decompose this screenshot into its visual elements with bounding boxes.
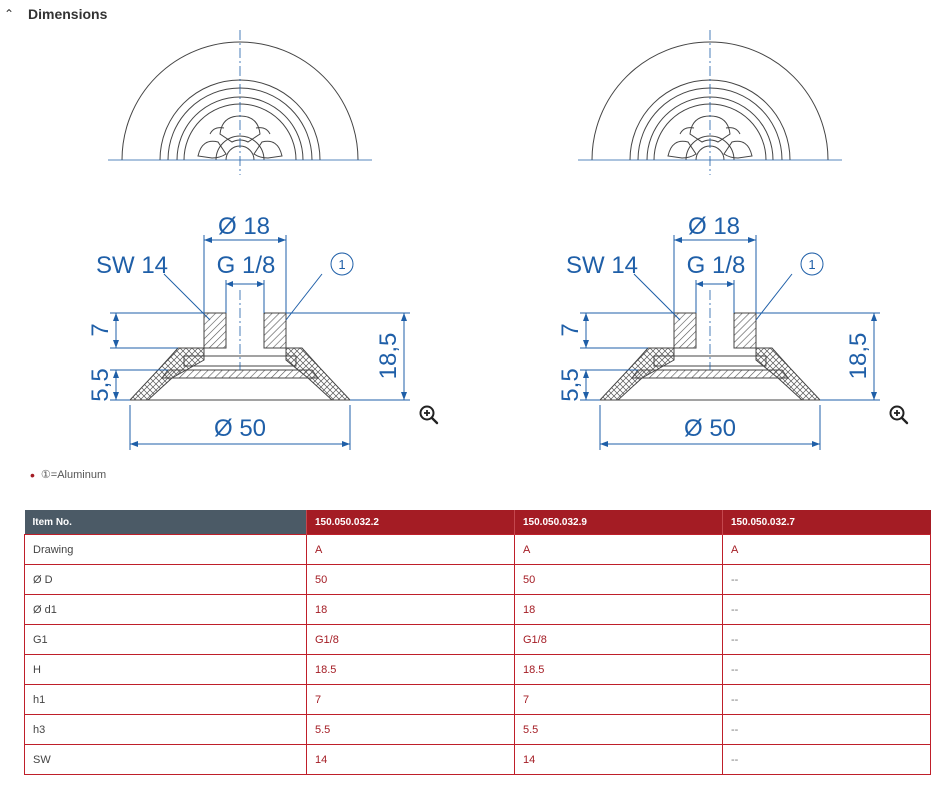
table-cell: 14 bbox=[514, 744, 723, 775]
table-cell: 5.5 bbox=[306, 714, 515, 745]
dim-thread: G 1/8 bbox=[687, 252, 746, 279]
section-view bbox=[598, 290, 822, 401]
row-label: Drawing bbox=[24, 534, 307, 565]
dim-d-bottom: Ø 50 bbox=[214, 415, 266, 442]
table-cell: -- bbox=[722, 714, 931, 745]
section-title: Dimensions bbox=[28, 6, 108, 22]
table-header: 150.050.032.7 bbox=[722, 510, 931, 535]
dim-d-top: Ø 18 bbox=[688, 213, 740, 240]
dim-sw: SW 14 bbox=[566, 252, 638, 279]
bullet-icon: • bbox=[30, 466, 35, 483]
table-cell: -- bbox=[722, 594, 931, 625]
table-row: SW 14 14 -- bbox=[24, 744, 931, 775]
table-cell: 18 bbox=[514, 594, 723, 625]
dim-h3: 5,5 bbox=[87, 368, 114, 401]
dim-callout: 1 bbox=[338, 257, 345, 272]
table-row: G1 G1/8 G1/8 -- bbox=[24, 624, 931, 655]
table-cell: -- bbox=[722, 624, 931, 655]
table-cell: A bbox=[722, 534, 931, 565]
row-label: h3 bbox=[24, 714, 307, 745]
table-cell: 7 bbox=[306, 684, 515, 715]
technical-drawing-left: Ø 18 G 1/8 SW 14 1 7 5,5 18,5 Ø 50 bbox=[60, 30, 500, 460]
table-cell: G1/8 bbox=[306, 624, 515, 655]
table-cell: 14 bbox=[306, 744, 515, 775]
table-header-row: Item No. 150.050.032.2 150.050.032.9 150… bbox=[24, 510, 931, 535]
zoom-in-icon[interactable] bbox=[418, 404, 440, 426]
table-cell: 5.5 bbox=[514, 714, 723, 745]
table-header: Item No. bbox=[24, 510, 307, 535]
table-row: h3 5.5 5.5 -- bbox=[24, 714, 931, 745]
dim-thread: G 1/8 bbox=[217, 252, 276, 279]
table-cell: -- bbox=[722, 684, 931, 715]
table-row: Drawing A A A bbox=[24, 534, 931, 565]
dim-d-top: Ø 18 bbox=[218, 213, 270, 240]
note-marker: ① bbox=[40, 469, 51, 481]
top-view bbox=[578, 30, 842, 175]
row-label: H bbox=[24, 654, 307, 685]
table-cell: 18 bbox=[306, 594, 515, 625]
dim-h3: 5,5 bbox=[557, 368, 584, 401]
top-view bbox=[108, 30, 372, 175]
dim-callout: 1 bbox=[808, 257, 815, 272]
dim-sw: SW 14 bbox=[96, 252, 168, 279]
dim-h1: 7 bbox=[87, 323, 114, 336]
table-cell: 50 bbox=[514, 564, 723, 595]
table-cell: A bbox=[306, 534, 515, 565]
table-cell: 7 bbox=[514, 684, 723, 715]
table-header: 150.050.032.9 bbox=[514, 510, 723, 535]
dim-height: 18,5 bbox=[845, 333, 872, 380]
dim-d-bottom: Ø 50 bbox=[684, 415, 736, 442]
note-text: =Aluminum bbox=[50, 469, 107, 481]
table-cell: A bbox=[514, 534, 723, 565]
row-label: Ø d1 bbox=[24, 594, 307, 625]
row-label: G1 bbox=[24, 624, 307, 655]
table-cell: -- bbox=[722, 744, 931, 775]
table-row: h1 7 7 -- bbox=[24, 684, 931, 715]
chevron-up-icon: ⌃ bbox=[4, 7, 15, 21]
dim-h1: 7 bbox=[557, 323, 584, 336]
material-note: • ①=Aluminum bbox=[30, 466, 107, 483]
table-header: 150.050.032.2 bbox=[306, 510, 515, 535]
table-cell: -- bbox=[722, 564, 931, 595]
table-cell: G1/8 bbox=[514, 624, 723, 655]
technical-drawing-right: Ø 18 G 1/8 SW 14 1 7 5,5 18,5 Ø 50 bbox=[530, 30, 949, 460]
spec-table: Item No. 150.050.032.2 150.050.032.9 150… bbox=[24, 510, 931, 775]
dim-height: 18,5 bbox=[375, 333, 402, 380]
section-view bbox=[128, 290, 352, 401]
row-label: h1 bbox=[24, 684, 307, 715]
table-row: Ø D 50 50 -- bbox=[24, 564, 931, 595]
row-label: SW bbox=[24, 744, 307, 775]
table-cell: 50 bbox=[306, 564, 515, 595]
dimensions-section-toggle[interactable]: ⌃ Dimensions bbox=[4, 4, 107, 24]
table-cell: -- bbox=[722, 654, 931, 685]
table-cell: 18.5 bbox=[306, 654, 515, 685]
zoom-in-icon[interactable] bbox=[888, 404, 910, 426]
row-label: Ø D bbox=[24, 564, 307, 595]
table-row: H 18.5 18.5 -- bbox=[24, 654, 931, 685]
table-row: Ø d1 18 18 -- bbox=[24, 594, 931, 625]
table-cell: 18.5 bbox=[514, 654, 723, 685]
